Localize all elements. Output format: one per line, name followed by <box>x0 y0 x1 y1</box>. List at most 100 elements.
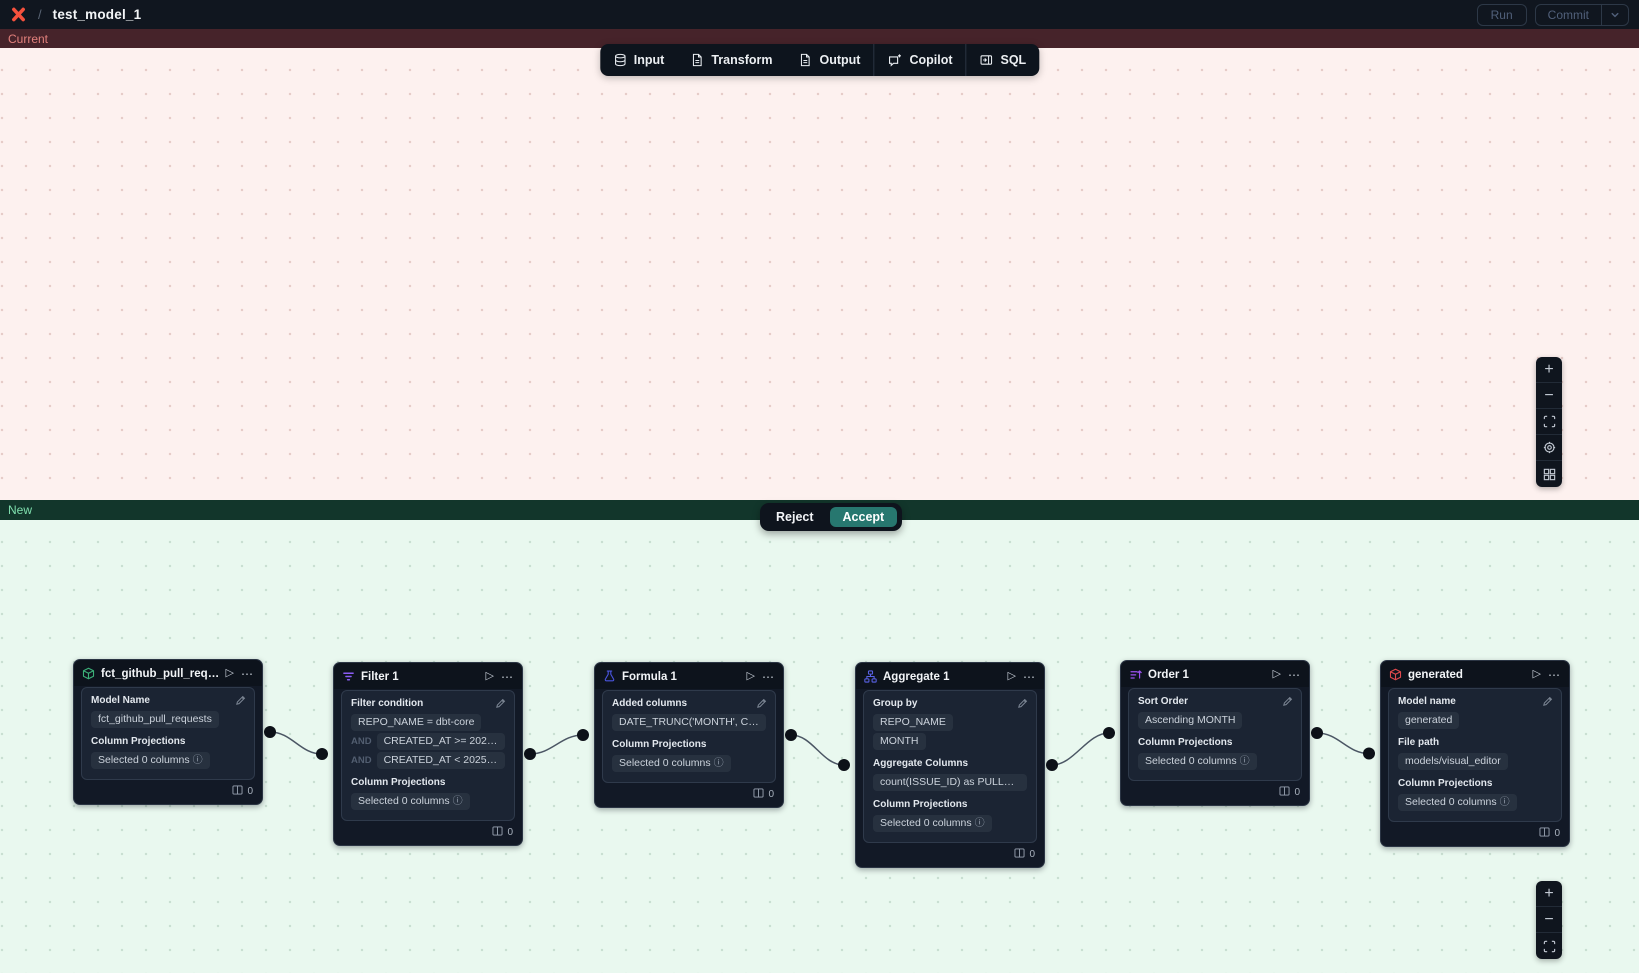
node-fct-github-pull-requests[interactable]: fct_github_pull_requests ▷ ⋯ Model Name … <box>73 659 263 805</box>
and-label: AND <box>351 736 372 747</box>
toolbar-sql-button[interactable]: SQL <box>967 44 1040 76</box>
flask-icon <box>603 670 616 683</box>
row-count: 0 <box>247 786 253 797</box>
focus-icon[interactable] <box>1536 435 1562 461</box>
toolbar-input-button[interactable]: Input <box>600 44 678 76</box>
play-icon[interactable]: ▷ <box>746 670 755 682</box>
node-footer: 0 <box>74 780 262 804</box>
play-icon[interactable]: ▷ <box>1007 670 1016 682</box>
section-label: Model name <box>1398 696 1456 707</box>
table-icon <box>1014 848 1025 861</box>
reject-button[interactable]: Reject <box>765 507 825 527</box>
pill-text: Selected 0 columns <box>358 795 450 807</box>
database-icon <box>613 53 627 67</box>
value-pill: Ascending MONTH <box>1138 712 1243 729</box>
node-generated[interactable]: generated ▷ ⋯ Model name generated File … <box>1380 660 1570 847</box>
page-title: test_model_1 <box>52 7 142 22</box>
more-menu-icon[interactable]: ⋯ <box>1548 667 1561 682</box>
auto-layout-icon[interactable] <box>1536 461 1562 487</box>
edit-pencil-icon[interactable] <box>1017 698 1028 709</box>
hierarchy-icon <box>864 670 877 683</box>
table-icon <box>1539 827 1550 840</box>
filter-icon <box>342 670 355 683</box>
pill-text: Selected 0 columns <box>880 817 972 829</box>
node-header: fct_github_pull_requests ▷ ⋯ <box>74 660 262 686</box>
breadcrumb-separator: / <box>38 7 42 22</box>
more-menu-icon[interactable]: ⋯ <box>501 669 514 684</box>
node-order-1[interactable]: Order 1 ▷ ⋯ Sort Order Ascending MONTH C… <box>1120 660 1310 806</box>
toolbar-copilot-label: Copilot <box>909 53 953 67</box>
edit-pencil-icon[interactable] <box>1542 696 1553 707</box>
zoom-in-button[interactable]: + <box>1536 357 1562 383</box>
value-pill: CREATED_AT < 2025-03-01 <box>376 752 505 769</box>
more-menu-icon[interactable]: ⋯ <box>1023 669 1036 684</box>
row-count: 0 <box>1554 828 1560 839</box>
edit-pencil-icon[interactable] <box>495 698 506 709</box>
accept-button[interactable]: Accept <box>829 507 898 527</box>
node-title: Aggregate 1 <box>883 670 950 683</box>
sort-icon <box>1129 668 1142 681</box>
section-label: Aggregate Columns <box>873 758 969 769</box>
node-config-card: Sort Order Ascending MONTH Column Projec… <box>1128 688 1302 781</box>
toolbar-input-label: Input <box>633 53 665 67</box>
value-pill: MONTH <box>873 733 926 750</box>
value-pill: REPO_NAME = dbt-core <box>351 714 482 731</box>
commit-button[interactable]: Commit <box>1536 4 1602 25</box>
play-icon[interactable]: ▷ <box>225 667 234 679</box>
play-icon[interactable]: ▷ <box>485 670 494 682</box>
value-pill: models/visual_editor <box>1398 753 1508 770</box>
pill-text: Selected 0 columns <box>619 757 711 769</box>
node-title: generated <box>1408 668 1463 681</box>
zoom-in-button[interactable]: + <box>1536 881 1562 907</box>
section-label: Column Projections <box>91 736 186 747</box>
and-label: AND <box>351 755 372 766</box>
more-menu-icon[interactable]: ⋯ <box>241 666 254 681</box>
more-menu-icon[interactable]: ⋯ <box>1288 667 1301 682</box>
section-label: Column Projections <box>1138 737 1233 748</box>
info-icon: ⓘ <box>713 758 724 769</box>
condition-row: AND CREATED_AT < 2025-03-01 <box>351 752 505 769</box>
node-toolbar: Input Transform Output Copilot <box>599 44 1040 76</box>
condition-row: AND CREATED_AT >= 2024-12-01 <box>351 733 505 750</box>
play-icon[interactable]: ▷ <box>1532 668 1541 680</box>
app-logo-icon[interactable] <box>10 6 27 23</box>
chevron-down-icon[interactable] <box>1602 5 1628 25</box>
zoom-out-button[interactable]: − <box>1536 383 1562 409</box>
play-icon[interactable]: ▷ <box>1272 668 1281 680</box>
node-aggregate-1[interactable]: Aggregate 1 ▷ ⋯ Group by REPO_NAME MONTH… <box>855 662 1045 868</box>
node-header: Aggregate 1 ▷ ⋯ <box>856 663 1044 689</box>
fit-view-button[interactable] <box>1536 409 1562 435</box>
edit-pencil-icon[interactable] <box>1282 696 1293 707</box>
node-formula-1[interactable]: Formula 1 ▷ ⋯ Added columns DATE_TRUNC('… <box>594 662 784 808</box>
node-title: Order 1 <box>1148 668 1189 681</box>
section-label: Column Projections <box>873 799 968 810</box>
section-label: File path <box>1398 737 1440 748</box>
run-button[interactable]: Run <box>1476 3 1527 26</box>
node-config-card: Added columns DATE_TRUNC('MONTH', CREATE… <box>602 690 776 783</box>
fit-view-button[interactable] <box>1536 933 1562 959</box>
copilot-chat-icon <box>887 53 902 68</box>
node-title: Formula 1 <box>622 670 677 683</box>
row-count: 0 <box>1294 787 1300 798</box>
toolbar-copilot-button[interactable]: Copilot <box>874 44 965 76</box>
zoom-out-button[interactable]: − <box>1536 907 1562 933</box>
section-label: Column Projections <box>612 739 707 750</box>
node-config-card: Group by REPO_NAME MONTH Aggregate Colum… <box>863 690 1037 843</box>
value-pill: DATE_TRUNC('MONTH', CREATED_AT… <box>612 714 766 731</box>
pill-text: Selected 0 columns <box>1145 755 1237 767</box>
more-menu-icon[interactable]: ⋯ <box>762 669 775 684</box>
current-canvas[interactable] <box>0 48 1639 500</box>
row-count: 0 <box>507 827 513 838</box>
node-filter-1[interactable]: Filter 1 ▷ ⋯ Filter condition REPO_NAME … <box>333 662 523 846</box>
toolbar-transform-button[interactable]: Transform <box>677 44 785 76</box>
toolbar-divider <box>965 44 967 76</box>
edit-pencil-icon[interactable] <box>235 695 246 706</box>
edit-pencil-icon[interactable] <box>756 698 767 709</box>
toolbar-output-button[interactable]: Output <box>785 44 873 76</box>
